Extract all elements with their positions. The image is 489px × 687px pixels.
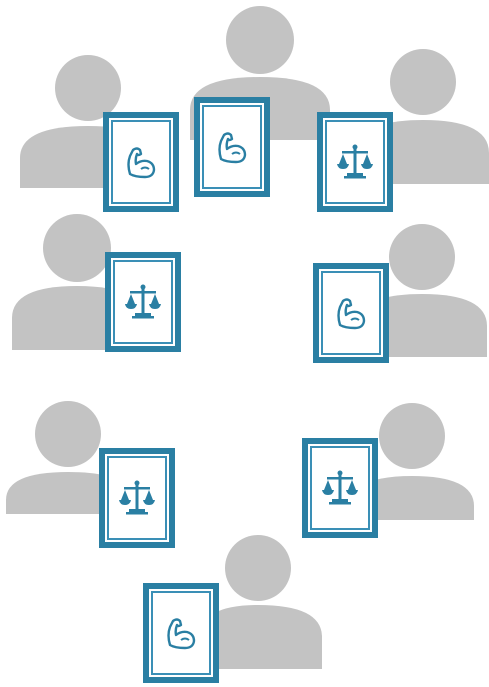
- scales-of-justice-icon: [123, 282, 163, 322]
- role-card: [317, 112, 393, 212]
- scales-of-justice-icon: [320, 468, 360, 508]
- flexed-bicep-icon: [121, 142, 161, 182]
- person-silhouette: [200, 533, 322, 669]
- role-card: [194, 97, 270, 197]
- flexed-bicep-icon: [161, 613, 201, 653]
- role-card: [103, 112, 179, 212]
- role-card: [302, 438, 378, 538]
- flexed-bicep-icon: [331, 293, 371, 333]
- flexed-bicep-icon: [212, 127, 252, 167]
- role-card: [105, 252, 181, 352]
- scales-of-justice-icon: [335, 142, 375, 182]
- role-card: [143, 583, 219, 683]
- person-silhouette: [352, 222, 489, 357]
- role-card: [99, 448, 175, 548]
- person-silhouette: [350, 402, 485, 520]
- role-card: [313, 263, 389, 363]
- scales-of-justice-icon: [117, 478, 157, 518]
